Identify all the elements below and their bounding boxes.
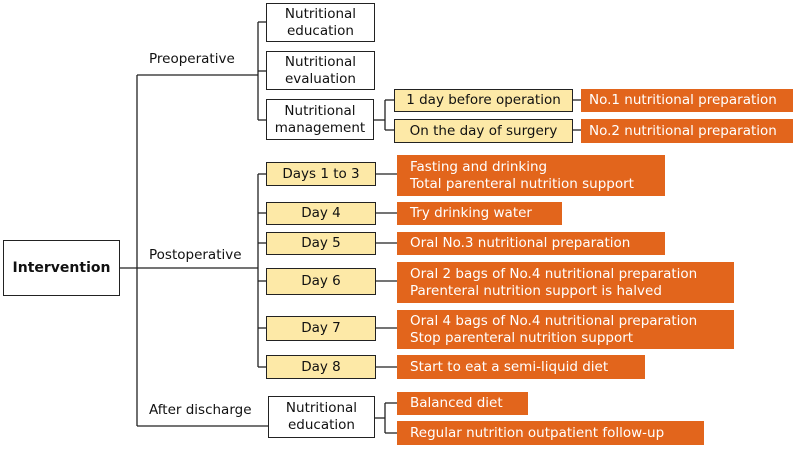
- day-6: Day 6: [266, 268, 376, 295]
- day-5: Day 5: [266, 232, 376, 255]
- outpatient-follow-up: Regular nutrition outpatient follow-up: [397, 421, 704, 445]
- day-5-action: Oral No.3 nutritional preparation: [397, 232, 665, 255]
- day-8: Day 8: [266, 355, 376, 379]
- day-6-action: Oral 2 bags of No.4 nutritional preparat…: [397, 262, 734, 303]
- day-of-surgery: On the day of surgery: [394, 119, 573, 143]
- day-7: Day 7: [266, 316, 376, 341]
- days-1-to-3: Days 1 to 3: [266, 162, 376, 186]
- no2-nutritional-preparation: No.2 nutritional preparation: [581, 119, 793, 143]
- day-7-action: Oral 4 bags of No.4 nutritional preparat…: [397, 310, 734, 349]
- intervention-root: Intervention: [3, 240, 120, 296]
- one-day-before-operation: 1 day before operation: [394, 89, 573, 112]
- phase-postoperative: Postoperative: [149, 247, 242, 263]
- phase-preoperative: Preoperative: [149, 51, 235, 67]
- phase-after-discharge: After discharge: [149, 402, 252, 418]
- day-4-action: Try drinking water: [397, 202, 562, 225]
- day-4: Day 4: [266, 202, 376, 225]
- no1-nutritional-preparation: No.1 nutritional preparation: [581, 89, 793, 112]
- day-8-action: Start to eat a semi-liquid diet: [397, 355, 645, 379]
- balanced-diet: Balanced diet: [397, 392, 528, 415]
